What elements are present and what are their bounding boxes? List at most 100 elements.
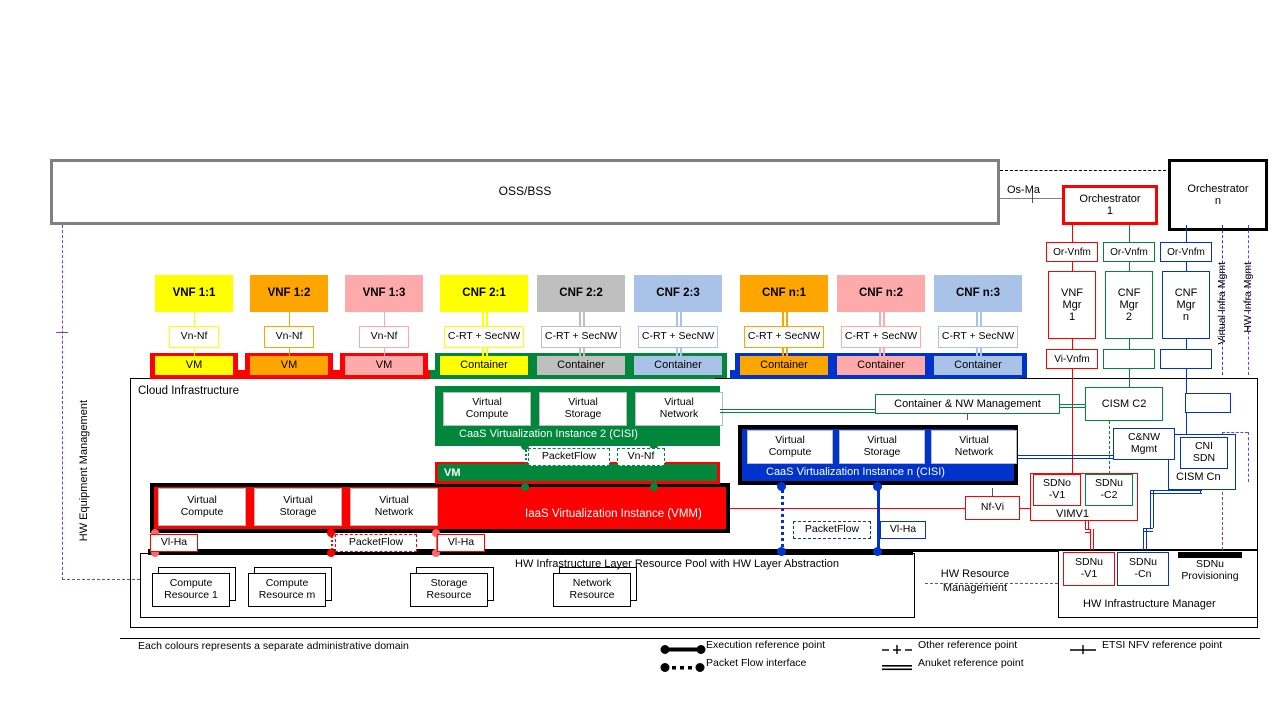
- iaas-title: IaaS Virtualization Instance (VMM): [525, 508, 702, 520]
- connector-line: [720, 409, 875, 410]
- runtime-box-3-label: Container: [460, 359, 508, 372]
- legend-label-anuket: Anuket reference point: [918, 657, 1024, 669]
- workload-box-6: CNF n:1: [740, 275, 828, 312]
- connector-line: [1200, 490, 1201, 493]
- execution-ref-icon: [660, 641, 706, 654]
- iface-ref-1-label: Vn-Nf: [275, 330, 303, 343]
- sdnu-v1-box: SDNu-V1: [1063, 552, 1115, 586]
- iaas-ref-vlha-label: Vl-Ha: [447, 536, 475, 549]
- connector-line: [654, 472, 656, 488]
- connector-line: [925, 583, 1058, 584]
- connector-line: [967, 414, 968, 420]
- ossbss-box-label: OSS/BSS: [498, 184, 552, 199]
- other-ref-icon: [882, 641, 912, 654]
- iface-ref-8: C-RT + SecNW: [938, 326, 1018, 348]
- hw-equipment-management-label: HW Equipment Management: [78, 400, 90, 542]
- nf-vi-box-label: Nf-Vi: [980, 501, 1005, 514]
- or-vnfm-ref-1: Or-Vnfm: [1103, 242, 1155, 262]
- connector-line: [525, 446, 527, 472]
- vm-label: VM: [444, 467, 461, 479]
- iaas-ref-packetflow: PacketFlow: [335, 534, 417, 552]
- runtime-box-5-label: Container: [654, 359, 702, 372]
- workload-box-0: VNF 1:1: [155, 275, 233, 312]
- hw-pool-top-bar: [148, 549, 913, 555]
- iaas-ref-vlha: Vl-Ha: [437, 534, 485, 552]
- caasn-ref-vlha-label: Vl-Ha: [889, 523, 917, 536]
- connector-line: [1129, 225, 1130, 242]
- cloud-infrastructure-label: Cloud Infrastructure: [138, 385, 239, 397]
- legend-domain-note: Each colours represents a separate admin…: [138, 640, 409, 652]
- runtime-box-2-label: VM: [375, 359, 393, 372]
- workload-box-0-label: VNF 1:1: [172, 287, 216, 300]
- connector-line: [1129, 339, 1130, 349]
- connector-line: [1129, 262, 1130, 272]
- connector-line: [720, 412, 875, 413]
- connector-line: [331, 533, 333, 553]
- legend-label-etsi: ETSI NFV reference point: [1102, 639, 1223, 651]
- connector-line: [1072, 339, 1073, 349]
- or-vnfm-ref-0: Or-Vnfm: [1046, 242, 1098, 262]
- vi-vnfm-ref-2: [1160, 349, 1212, 369]
- runtime-box-8: Container: [934, 356, 1022, 375]
- vi-vnfm-ref-0: Vi-Vnfm: [1046, 349, 1098, 369]
- connector-line: [120, 638, 1260, 639]
- connector-line: [1000, 198, 1062, 199]
- connector-line: [1072, 262, 1073, 272]
- workload-box-3: CNF 2:1: [440, 275, 528, 312]
- vi-vnfm-ref-1: [1103, 349, 1155, 369]
- connector-line: [1090, 529, 1091, 552]
- endpoint-dot: [776, 546, 786, 556]
- connector-line: [1153, 490, 1154, 528]
- connector-line: [525, 472, 527, 488]
- caas2-ref-packetflow-label: PacketFlow: [541, 450, 597, 463]
- connector-line: [1248, 432, 1249, 482]
- cism-cn-label: CISM Cn: [1176, 471, 1221, 483]
- endpoint-dot: [650, 483, 658, 491]
- runtime-box-2: VM: [345, 356, 423, 375]
- connector-line: [62, 579, 140, 580]
- sdno-v1-label: SDNo-V1: [1042, 477, 1071, 501]
- iface-ref-1: Vn-Nf: [264, 326, 314, 348]
- caasn-ref-vlha: Vl-Ha: [880, 521, 926, 539]
- iface-ref-0-label: Vn-Nf: [180, 330, 208, 343]
- connector-line: [781, 485, 784, 552]
- workload-box-4: CNF 2:2: [537, 275, 625, 312]
- iface-ref-2: Vn-Nf: [359, 326, 409, 348]
- connector-line: [1129, 369, 1130, 387]
- runtime-box-3: Container: [440, 356, 528, 375]
- or-vnfm-ref-2: Or-Vnfm: [1160, 242, 1212, 262]
- container-nw-management-box: Container & NW Management: [875, 394, 1060, 414]
- iface-ref-4: C-RT + SecNW: [541, 326, 621, 348]
- iface-ref-3: C-RT + SecNW: [444, 326, 524, 348]
- connector-line: [1018, 458, 1168, 459]
- iface-ref-4-label: C-RT + SecNW: [544, 330, 618, 343]
- runtime-box-0-label: VM: [185, 359, 203, 372]
- cnf-mgr-n-stub-box: [1185, 393, 1231, 413]
- hw-resource-management-label: HW Resource Management: [940, 568, 1010, 594]
- iface-ref-5-label: C-RT + SecNW: [641, 330, 715, 343]
- connector-line: [1150, 490, 1151, 528]
- connector-line: [730, 508, 970, 509]
- caasn-ref-packetflow: PacketFlow: [793, 521, 871, 539]
- connector-line: [1072, 225, 1073, 242]
- runtime-box-1: VM: [250, 356, 328, 375]
- hw-pool-title: HW Infrastructure Layer Resource Pool wi…: [515, 558, 840, 570]
- endpoint-dot: [432, 549, 440, 557]
- os-ma-label: Os-Ma: [1007, 184, 1040, 196]
